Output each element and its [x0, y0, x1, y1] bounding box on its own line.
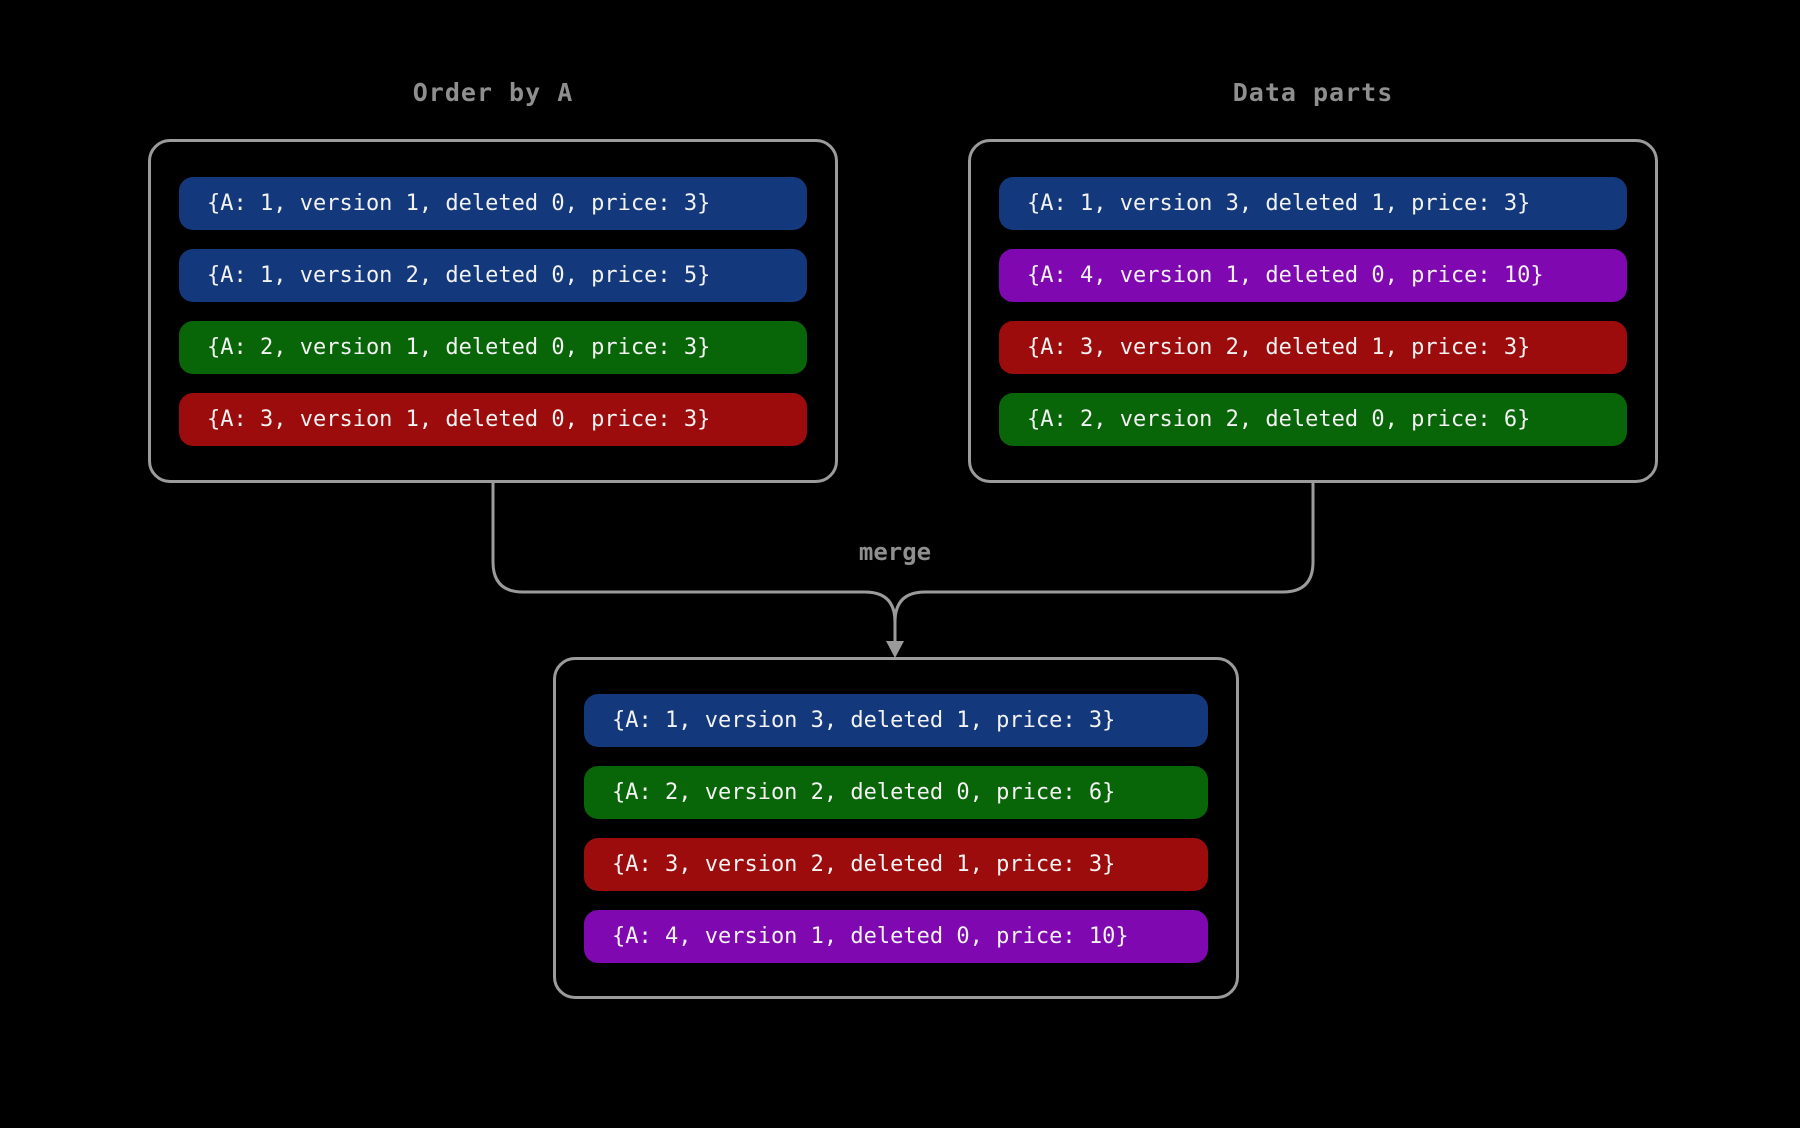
data-row: {A: 2, version 1, deleted 0, price: 3} — [179, 320, 807, 374]
data-row: {A: 4, version 1, deleted 0, price: 10} — [584, 909, 1208, 963]
left-panel-title: Order by A — [412, 78, 574, 107]
data-row: {A: 3, version 1, deleted 0, price: 3} — [179, 392, 807, 446]
data-parts-panel: {A: 1, version 3, deleted 1, price: 3} {… — [968, 139, 1658, 483]
right-panel-title: Data parts — [1232, 78, 1394, 107]
data-row: {A: 1, version 3, deleted 1, price: 3} — [999, 176, 1627, 230]
data-row: {A: 1, version 2, deleted 0, price: 5} — [179, 248, 807, 302]
data-row: {A: 1, version 1, deleted 0, price: 3} — [179, 176, 807, 230]
order-by-a-panel: {A: 1, version 1, deleted 0, price: 3} {… — [148, 139, 838, 483]
data-row: {A: 2, version 2, deleted 0, price: 6} — [584, 765, 1208, 819]
data-row: {A: 4, version 1, deleted 0, price: 10} — [999, 248, 1627, 302]
data-row: {A: 2, version 2, deleted 0, price: 6} — [999, 392, 1627, 446]
data-row: {A: 1, version 3, deleted 1, price: 3} — [584, 693, 1208, 747]
merge-label: merge — [858, 538, 932, 566]
data-row: {A: 3, version 2, deleted 1, price: 3} — [584, 837, 1208, 891]
data-row: {A: 3, version 2, deleted 1, price: 3} — [999, 320, 1627, 374]
merged-result-panel: {A: 1, version 3, deleted 1, price: 3} {… — [553, 657, 1239, 999]
arrow-down-icon — [886, 641, 904, 658]
